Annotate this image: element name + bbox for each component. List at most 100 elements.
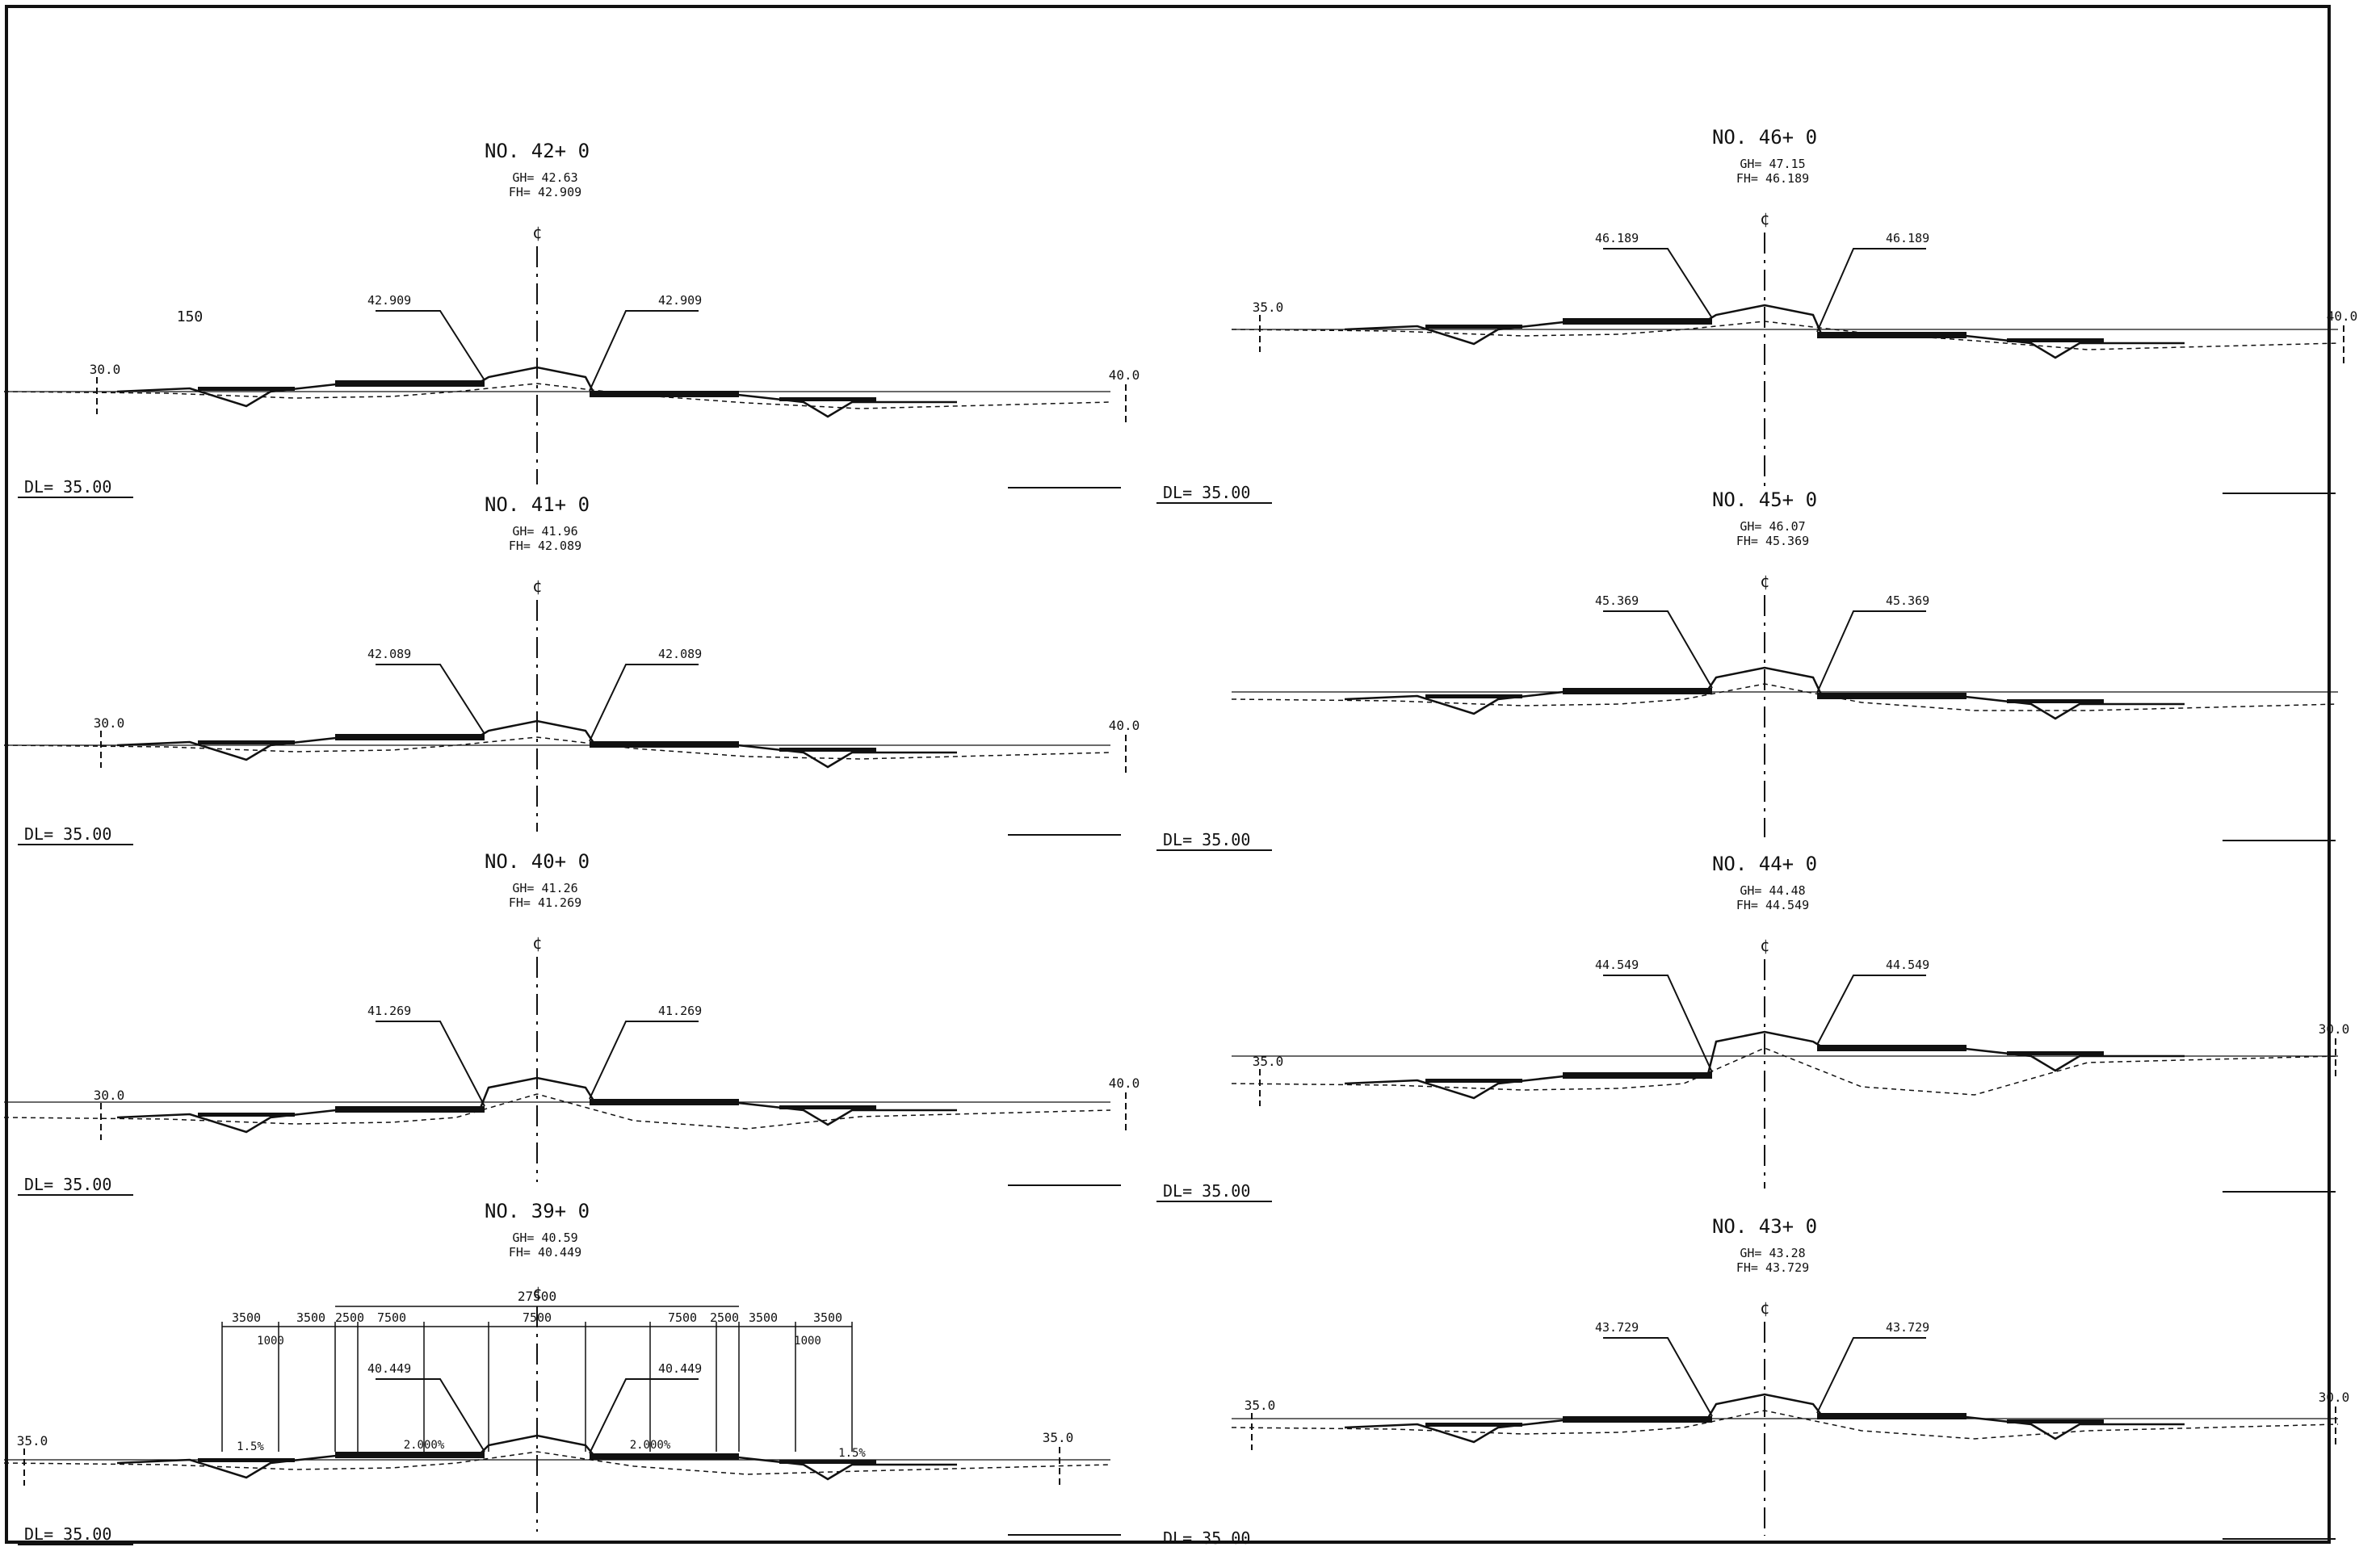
left-elevation-leader: [1603, 975, 1713, 1073]
right-elevation-tick-label: 30.0: [2319, 1390, 2350, 1405]
right-elevation-tick-label: 30.0: [2319, 1021, 2350, 1037]
datum-label: DL= 35.00: [1163, 483, 1250, 502]
sidewalk-left: [198, 1113, 295, 1117]
sidewalk-right: [2007, 1051, 2104, 1055]
formation-height: FH= 41.269: [509, 895, 581, 910]
centerline-symbol: ¢: [1760, 936, 1769, 955]
left-elevation-label: 42.909: [367, 293, 411, 308]
sidewalk-right: [779, 397, 876, 401]
slope-left-outer: 1.5%: [237, 1440, 264, 1453]
ground-height: GH= 40.59: [512, 1230, 577, 1245]
sidewalk-right: [2007, 1419, 2104, 1423]
datum-label: DL= 35.00: [1163, 1528, 1250, 1547]
datum-label: DL= 35.00: [24, 1524, 111, 1544]
scale-note: 150: [177, 308, 204, 325]
left-elevation-tick-label: 30.0: [94, 1088, 125, 1103]
left-elevation-label: 46.189: [1595, 231, 1639, 245]
slope-left-inner: 2.000%: [404, 1439, 445, 1452]
original-ground-line: [3, 736, 1111, 760]
original-ground-line: [3, 1093, 1111, 1130]
segment-width-label: 3500: [749, 1310, 778, 1325]
centerline-symbol: ¢: [532, 576, 542, 596]
formation-line: [1344, 1030, 2185, 1100]
right-elevation-label: 42.909: [658, 293, 702, 308]
pavement-left: [1563, 318, 1712, 325]
pavement-right: [1817, 332, 1967, 338]
right-elevation-leader: [589, 310, 699, 392]
left-elevation-tick-label: 35.0: [1253, 300, 1284, 315]
left-elevation-leader: [376, 310, 485, 381]
ground-height: GH= 44.48: [1740, 883, 1805, 898]
datum-label: DL= 35.00: [1163, 1181, 1250, 1201]
left-elevation-leader: [376, 1021, 485, 1107]
left-elevation-label: 45.369: [1595, 593, 1639, 608]
segment-width-label: 2500: [710, 1310, 739, 1325]
slope-right-outer: 1.5%: [838, 1447, 866, 1460]
sidewalk-right: [779, 748, 876, 752]
segment-width-label: 3500: [296, 1310, 325, 1325]
original-ground-line: [1231, 1047, 2339, 1096]
left-elevation-leader: [376, 1378, 485, 1453]
ground-height: GH= 42.63: [512, 170, 577, 185]
right-elevation-tick-label: 40.0: [1109, 1075, 1140, 1091]
datum-label: DL= 35.00: [1163, 830, 1250, 849]
right-elevation-leader: [589, 1378, 699, 1454]
left-elevation-tick-label: 35.0: [1245, 1398, 1276, 1413]
left-elevation-label: 40.449: [367, 1361, 411, 1376]
berm-width-label: 1000: [257, 1335, 284, 1348]
right-elevation-label: 43.729: [1886, 1320, 1929, 1335]
sidewalk-left: [1425, 1423, 1522, 1427]
centerline-symbol: ¢: [532, 223, 542, 242]
pavement-left: [335, 1106, 485, 1113]
left-elevation-leader: [1603, 610, 1713, 689]
sidewalk-right: [779, 1105, 876, 1109]
formation-height: FH= 46.189: [1736, 171, 1809, 186]
segment-width-label: 7500: [377, 1310, 406, 1325]
right-elevation-leader: [1816, 975, 1926, 1046]
segment-width-label: 3500: [813, 1310, 842, 1325]
pavement-right: [590, 1453, 739, 1460]
slope-right-inner: 2.000%: [630, 1439, 671, 1452]
centerline-symbol: ¢: [1760, 572, 1769, 591]
original-ground-line: [3, 383, 1111, 409]
pavement-right: [1817, 1045, 1967, 1051]
right-elevation-tick-label: 35.0: [1043, 1430, 1074, 1445]
sheet-frame: 150: [5, 5, 2331, 1544]
left-elevation-label: 44.549: [1595, 958, 1639, 972]
original-ground-line: [3, 1451, 1111, 1475]
pavement-right: [1817, 693, 1967, 699]
centerline-symbol: ¢: [532, 1283, 542, 1302]
pavement-left: [1563, 1416, 1712, 1423]
sidewalk-left: [198, 387, 295, 391]
right-elevation-label: 42.089: [658, 647, 702, 661]
left-elevation-label: 42.089: [367, 647, 411, 661]
section-title: NO. 43+ 0: [1712, 1215, 1817, 1238]
sidewalk-left: [1425, 325, 1522, 329]
pavement-right: [590, 391, 739, 397]
formation-line: [116, 719, 957, 769]
right-elevation-leader: [1816, 1337, 1926, 1414]
sidewalk-left: [198, 740, 295, 744]
ground-height: GH= 41.26: [512, 881, 577, 895]
right-elevation-tick-label: 40.0: [1109, 718, 1140, 733]
centerline-symbol: ¢: [532, 933, 542, 953]
right-elevation-leader: [589, 1021, 699, 1100]
section-title: NO. 40+ 0: [485, 850, 590, 873]
segment-width-label: 7500: [523, 1310, 552, 1325]
pavement-right: [590, 741, 739, 748]
left-elevation-leader: [376, 664, 485, 735]
formation-height: FH= 42.089: [509, 539, 581, 553]
left-elevation-tick-label: 35.0: [17, 1433, 48, 1448]
centerline-symbol: ¢: [1760, 209, 1769, 228]
formation-height: FH= 45.369: [1736, 534, 1809, 548]
sidewalk-right: [2007, 338, 2104, 342]
